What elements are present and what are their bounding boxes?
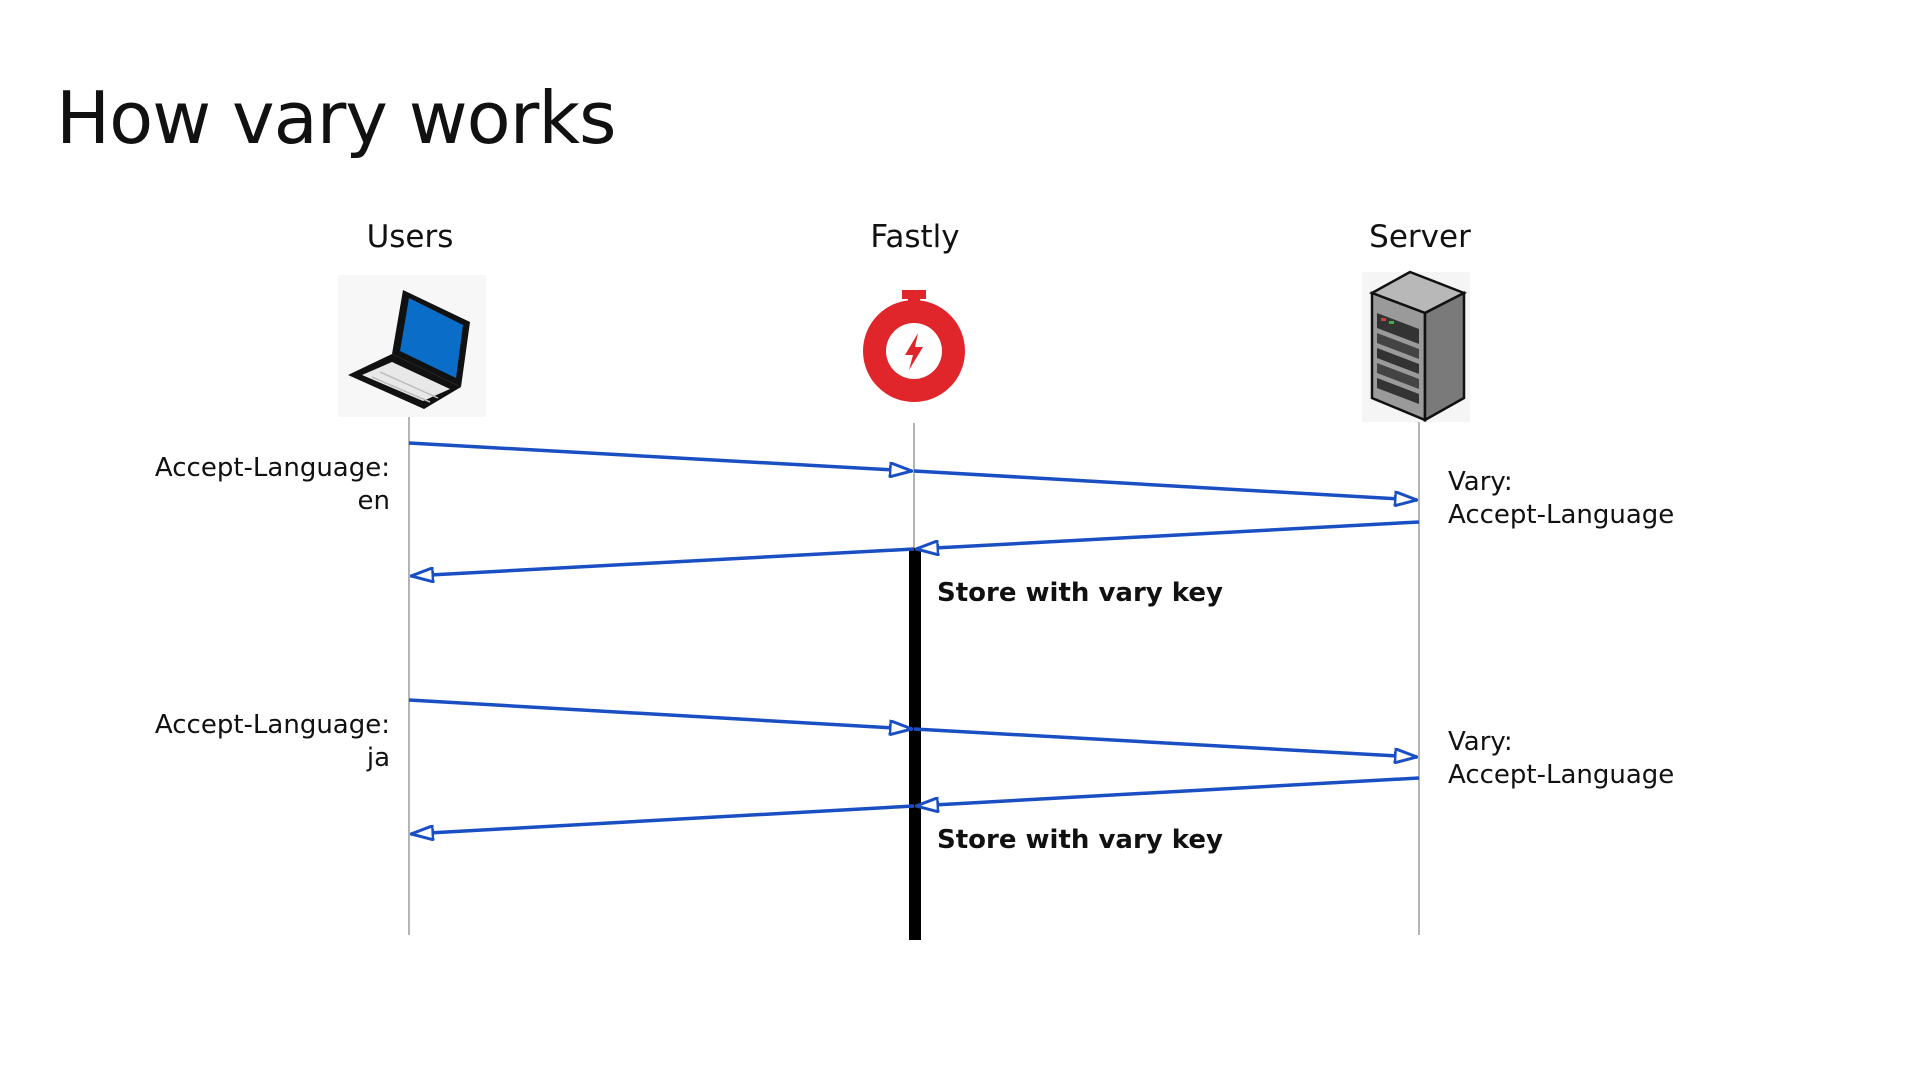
request-header-line2: ja xyxy=(366,743,390,773)
actor-label-server: Server xyxy=(1369,219,1471,255)
actor-label-users: Users xyxy=(366,219,454,255)
arrow-response-2-to-users xyxy=(411,804,915,834)
response-header-line2: Accept-Language xyxy=(1448,500,1675,530)
response-header-label-1: Vary: Accept-Language xyxy=(1448,466,1674,532)
actor-label-fastly: Fastly xyxy=(870,219,960,255)
fastly-stopwatch-icon xyxy=(863,290,965,402)
store-note-1: Store with vary key xyxy=(937,578,1223,608)
store-note-2: Store with vary key xyxy=(937,825,1223,855)
arrow-request-1-to-server xyxy=(913,469,1417,500)
arrow-response-2-to-fastly xyxy=(916,776,1420,806)
request-header-line1: Accept-Language: xyxy=(154,453,390,483)
request-header-line2: en xyxy=(357,486,390,516)
request-header-label-1: Accept-Language: en xyxy=(155,452,390,518)
arrow-request-2-to-server xyxy=(913,727,1417,757)
arrow-request-2-to-fastly xyxy=(408,698,912,729)
request-header-line1: Accept-Language: xyxy=(154,710,390,740)
request-header-label-2: Accept-Language: ja xyxy=(155,709,390,775)
arrow-request-1-to-fastly xyxy=(408,441,912,471)
slide-title: How vary works xyxy=(56,76,617,160)
arrow-response-1-to-fastly xyxy=(916,520,1420,549)
response-header-label-2: Vary: Accept-Language xyxy=(1448,726,1674,792)
laptop-icon xyxy=(338,275,486,417)
server-tower-icon xyxy=(1362,270,1470,423)
arrow-response-1-to-users xyxy=(411,547,915,576)
response-header-line1: Vary: xyxy=(1448,727,1513,757)
fastly-activation-bar xyxy=(909,548,921,940)
response-header-line1: Vary: xyxy=(1448,467,1513,497)
response-header-line2: Accept-Language xyxy=(1448,760,1675,790)
